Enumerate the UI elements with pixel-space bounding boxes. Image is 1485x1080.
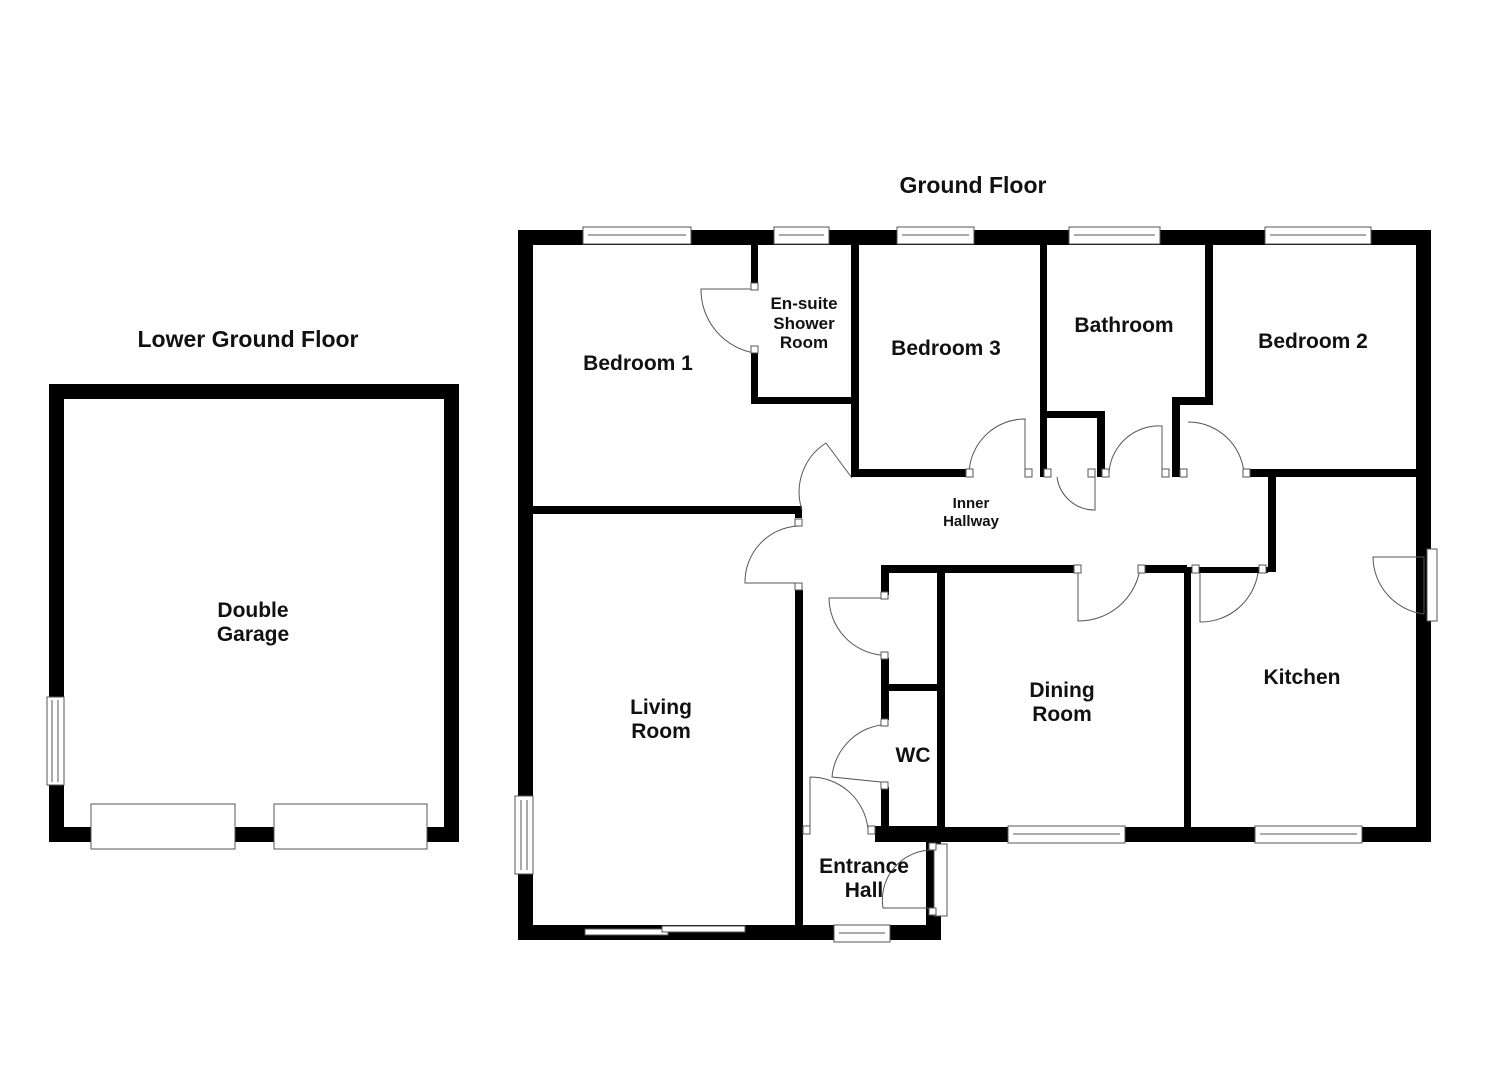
room-label-dining-room: Dining	[1029, 679, 1094, 702]
room-label-living-room: Living	[630, 696, 692, 719]
internal-walls	[533, 243, 1418, 927]
room-label-double-garage: Double	[217, 599, 288, 622]
room-label-inner-hallway: Inner	[953, 495, 990, 512]
room-label-bedroom-1: Bedroom 1	[583, 352, 693, 375]
doors	[700, 282, 1425, 916]
garage-door-right	[273, 803, 428, 850]
room-label-wc: WC	[896, 744, 931, 767]
room-label-living-room-line2: Room	[631, 720, 691, 743]
garage-door-left	[90, 803, 236, 850]
room-label-ensuite-line3: Room	[780, 333, 828, 352]
lower-ground-floor-title: Lower Ground Floor	[137, 326, 358, 352]
room-label-ensuite: En-suite	[770, 294, 837, 313]
room-label-double-garage-line2: Garage	[217, 623, 289, 646]
double-garage: Double Garage	[46, 384, 459, 850]
room-label-kitchen: Kitchen	[1263, 666, 1340, 689]
room-label-ensuite-line2: Shower	[773, 314, 835, 333]
ground-floor-title: Ground Floor	[900, 172, 1047, 198]
other-windows	[514, 548, 1438, 943]
room-label-bedroom-3: Bedroom 3	[891, 337, 1001, 360]
room-label-inner-hallway-line2: Hallway	[943, 513, 1000, 530]
room-label-bathroom: Bathroom	[1074, 314, 1173, 337]
garage-side-window	[46, 696, 65, 786]
room-label-entrance-hall-line2: Hall	[845, 879, 884, 902]
room-label-bedroom-2: Bedroom 2	[1258, 330, 1368, 353]
room-label-entrance-hall: Entrance	[819, 855, 909, 878]
top-windows	[582, 226, 1372, 245]
room-label-dining-room-line2: Room	[1032, 703, 1092, 726]
